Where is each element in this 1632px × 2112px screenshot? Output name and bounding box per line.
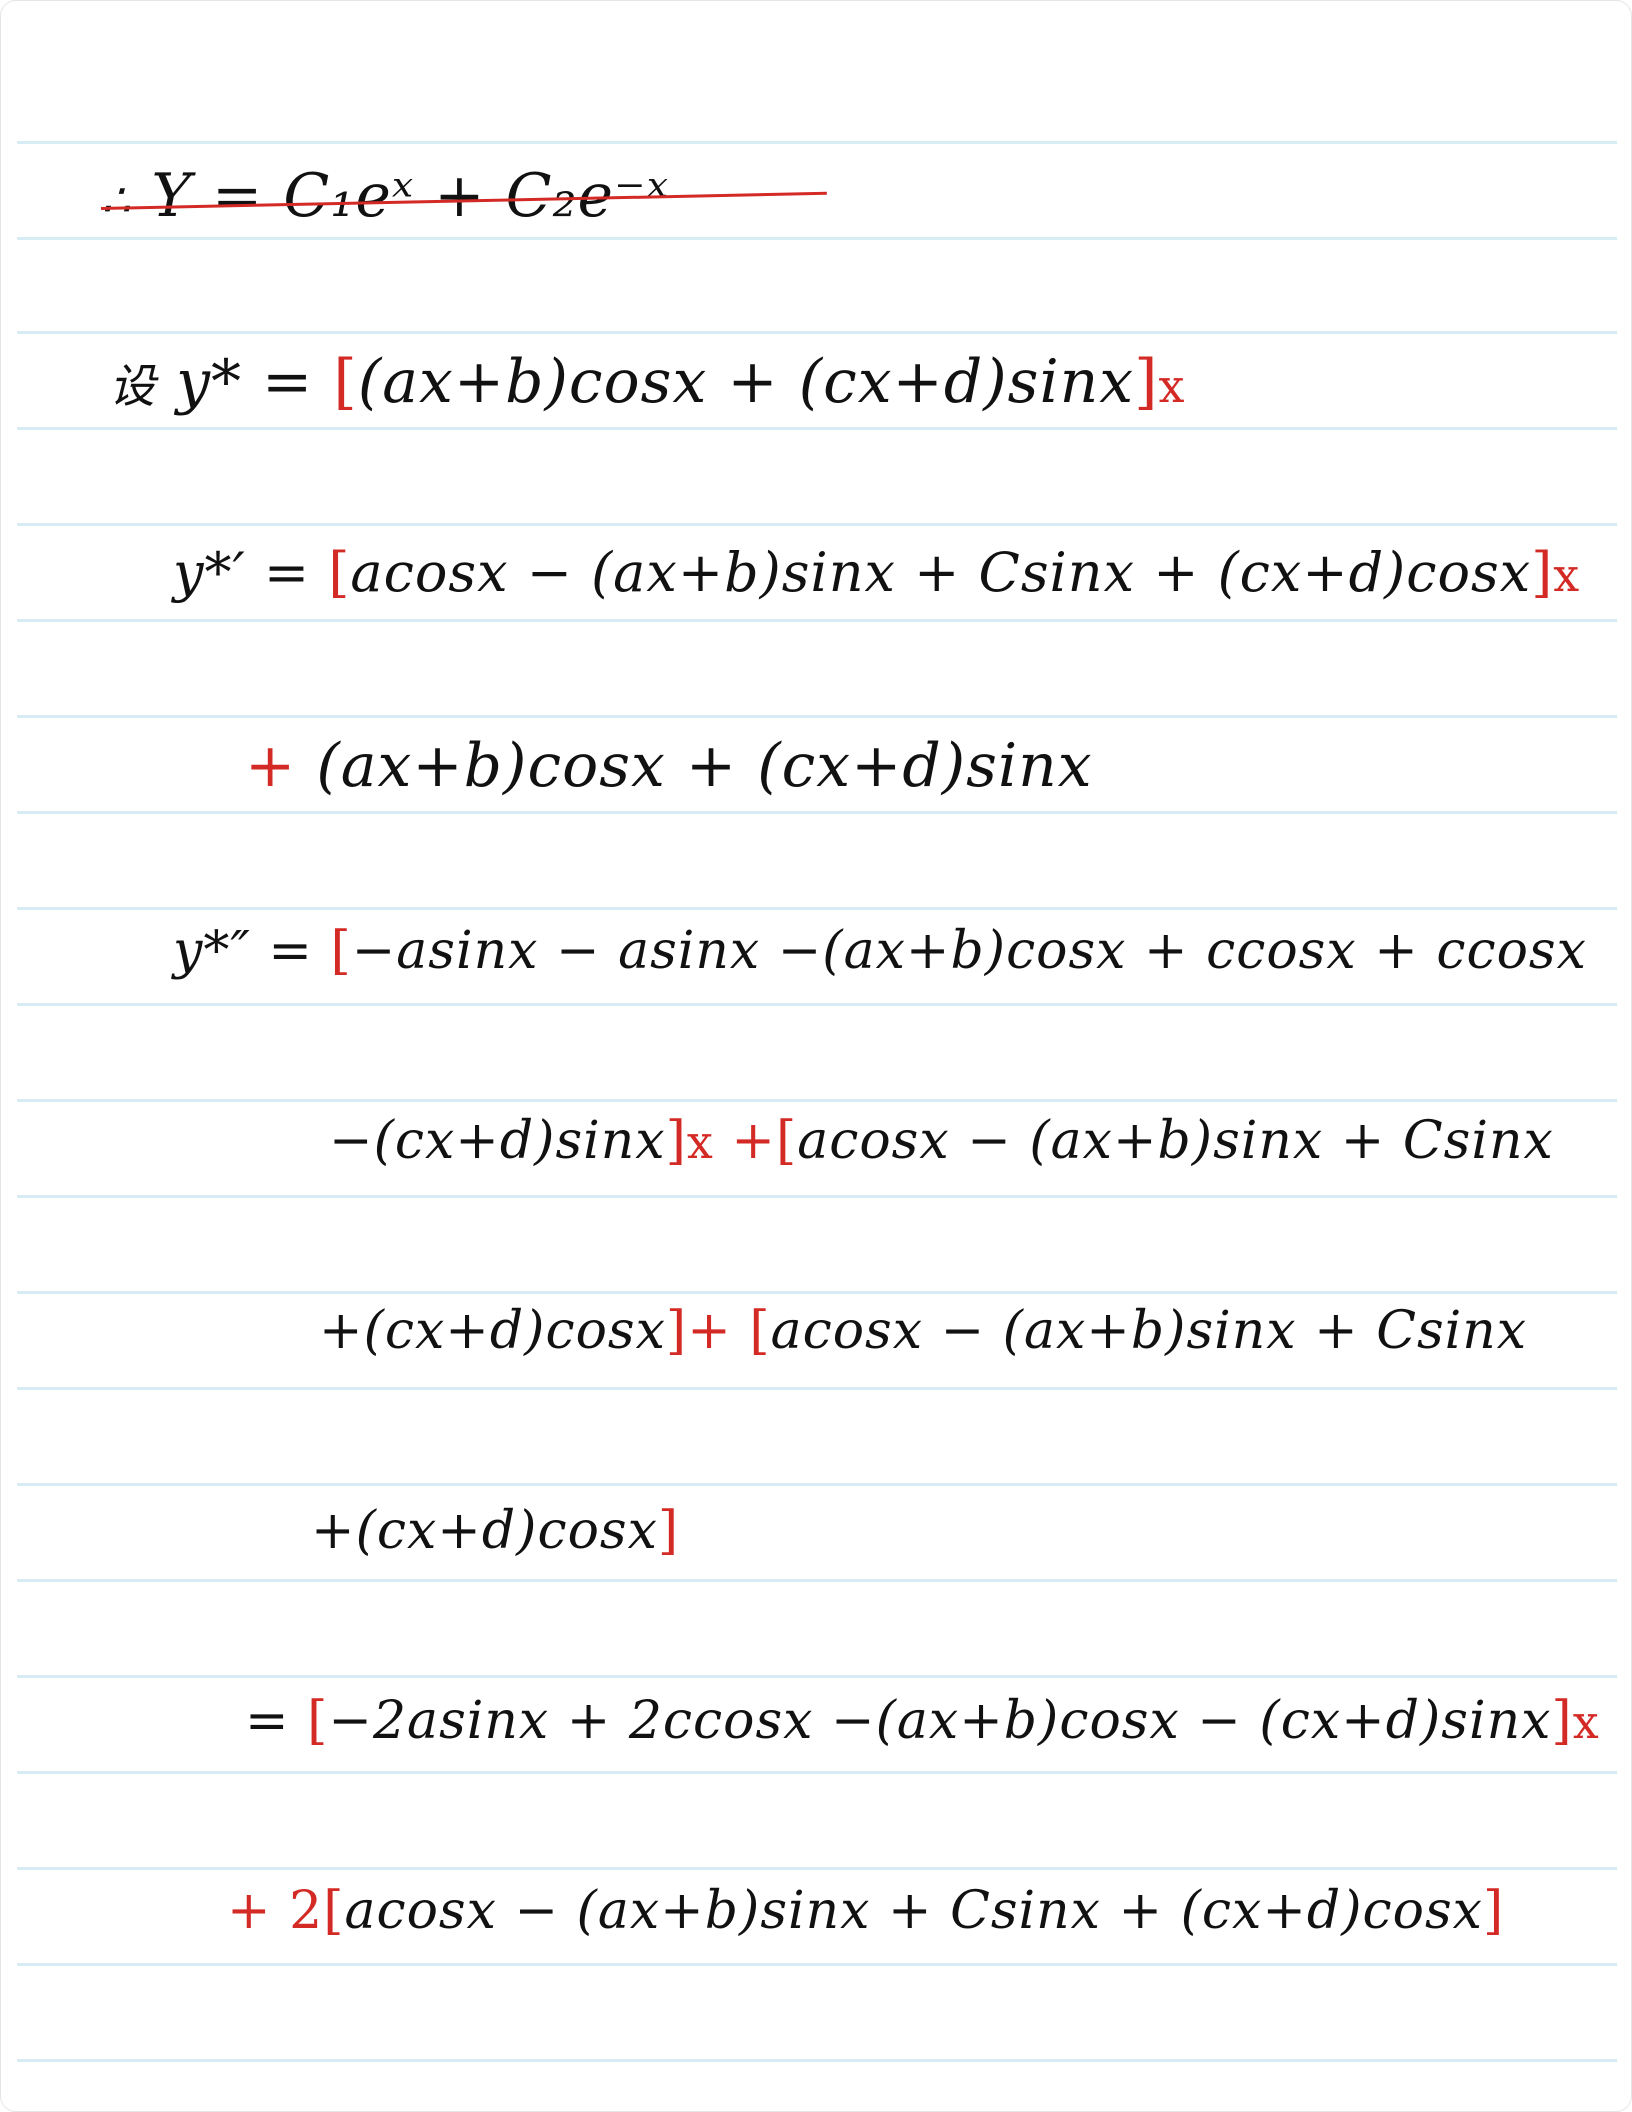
close-bracket: ] <box>1531 541 1554 604</box>
particular-solution-line: 设 y* = [(ax+b)cosx + (cx+d)sinx]x <box>109 347 1185 417</box>
multiply-x-mark: x <box>1572 1695 1600 1749</box>
therefore-symbol: ∴ <box>101 173 132 227</box>
open-bracket: [ <box>749 1301 771 1361</box>
ruled-line <box>17 1963 1617 1966</box>
ruled-line <box>17 1387 1617 1390</box>
plus-sign: + <box>245 731 297 801</box>
close-bracket: ] <box>1551 1691 1573 1751</box>
simplified-expression-2: acosx − (ax+b)sinx + Csinx + (cx+d)cosx <box>344 1881 1483 1941</box>
close-bracket: ] <box>657 1501 680 1561</box>
ruled-line <box>17 715 1617 718</box>
simplified-expression: −2asinx + 2ccosx −(ax+b)cosx − (cx+d)sin… <box>328 1691 1552 1751</box>
open-bracket: [ <box>328 541 351 604</box>
ruled-line <box>17 1675 1617 1678</box>
ruled-line <box>17 1003 1617 1006</box>
ruled-line <box>17 1195 1617 1198</box>
ruled-line <box>17 523 1617 526</box>
second-derivative-line: y*″ = [−asinx − asinx −(ax+b)cosx + ccos… <box>173 921 1587 981</box>
ruled-line <box>17 907 1617 910</box>
second-derivative-terms-2: acosx − (ax+b)sinx + Csinx <box>770 1301 1528 1361</box>
plus-sign: + <box>731 1111 776 1171</box>
ruled-line <box>17 1579 1617 1582</box>
second-derivative-line-2: −(cx+d)sinx]x +[acosx − (ax+b)sinx + Csi… <box>329 1111 1554 1171</box>
open-bracket: [ <box>333 347 358 417</box>
first-derivative-line: y*′ = [acosx − (ax+b)sinx + Csinx + (cx+… <box>173 541 1580 604</box>
second-derivative-terms: −(cx+d)sinx <box>329 1111 666 1171</box>
close-bracket: ] <box>1482 1881 1505 1941</box>
ruled-line <box>17 427 1617 430</box>
ruled-line <box>17 1099 1617 1102</box>
second-derivative-terms-2: acosx − (ax+b)sinx + Csinx <box>797 1111 1554 1171</box>
ystar-label: y* = <box>176 347 334 417</box>
ruled-line <box>17 1291 1617 1294</box>
open-bracket: [ <box>330 921 352 981</box>
ruled-line <box>17 2059 1617 2062</box>
multiply-x-mark: x <box>686 1115 714 1169</box>
ruled-line <box>17 331 1617 334</box>
simplified-line: = [−2asinx + 2ccosx −(ax+b)cosx − (cx+d)… <box>245 1691 1600 1751</box>
let-label: 设 <box>109 359 156 413</box>
second-derivative-terms: +(cx+d)cosx <box>319 1301 666 1361</box>
ystar-double-prime-label: y*″ = <box>173 921 331 981</box>
ruled-line <box>17 1867 1617 1870</box>
close-bracket: ] <box>1134 347 1159 417</box>
ruled-line <box>17 141 1617 144</box>
second-derivative-line-4: +(cx+d)cosx] <box>311 1501 679 1561</box>
plus-two: + 2 <box>227 1881 324 1941</box>
open-bracket: [ <box>775 1111 798 1171</box>
ruled-line <box>17 1771 1617 1774</box>
open-bracket: [ <box>307 1691 329 1751</box>
ruled-line <box>17 237 1617 240</box>
ruled-line <box>17 619 1617 622</box>
multiply-x-mark: x <box>1553 548 1581 602</box>
second-derivative-expression: −asinx − asinx −(ax+b)cosx + ccosx + cco… <box>351 921 1587 981</box>
ruled-line <box>17 1483 1617 1486</box>
second-derivative-terms: +(cx+d)cosx <box>311 1501 658 1561</box>
equals-sign: = <box>245 1691 290 1751</box>
multiply-x-mark: x <box>1158 359 1186 413</box>
first-derivative-extra-terms: (ax+b)cosx + (cx+d)sinx <box>316 731 1093 801</box>
ystar-expression: (ax+b)cosx + (cx+d)sinx <box>357 347 1135 417</box>
ystar-prime-label: y*′ = <box>173 541 329 604</box>
plus-sign: + <box>687 1301 732 1361</box>
first-derivative-expression: acosx − (ax+b)sinx + Csinx + (cx+d)cosx <box>350 541 1532 604</box>
close-bracket: ] <box>665 1111 687 1171</box>
open-bracket: [ <box>323 1881 345 1941</box>
simplified-line-2: + 2[acosx − (ax+b)sinx + Csinx + (cx+d)c… <box>227 1881 1504 1941</box>
close-bracket: ] <box>665 1301 688 1361</box>
second-derivative-line-3: +(cx+d)cosx]+ [acosx − (ax+b)sinx + Csin… <box>319 1301 1527 1361</box>
first-derivative-continuation: + (ax+b)cosx + (cx+d)sinx <box>245 731 1093 801</box>
ruled-line <box>17 811 1617 814</box>
